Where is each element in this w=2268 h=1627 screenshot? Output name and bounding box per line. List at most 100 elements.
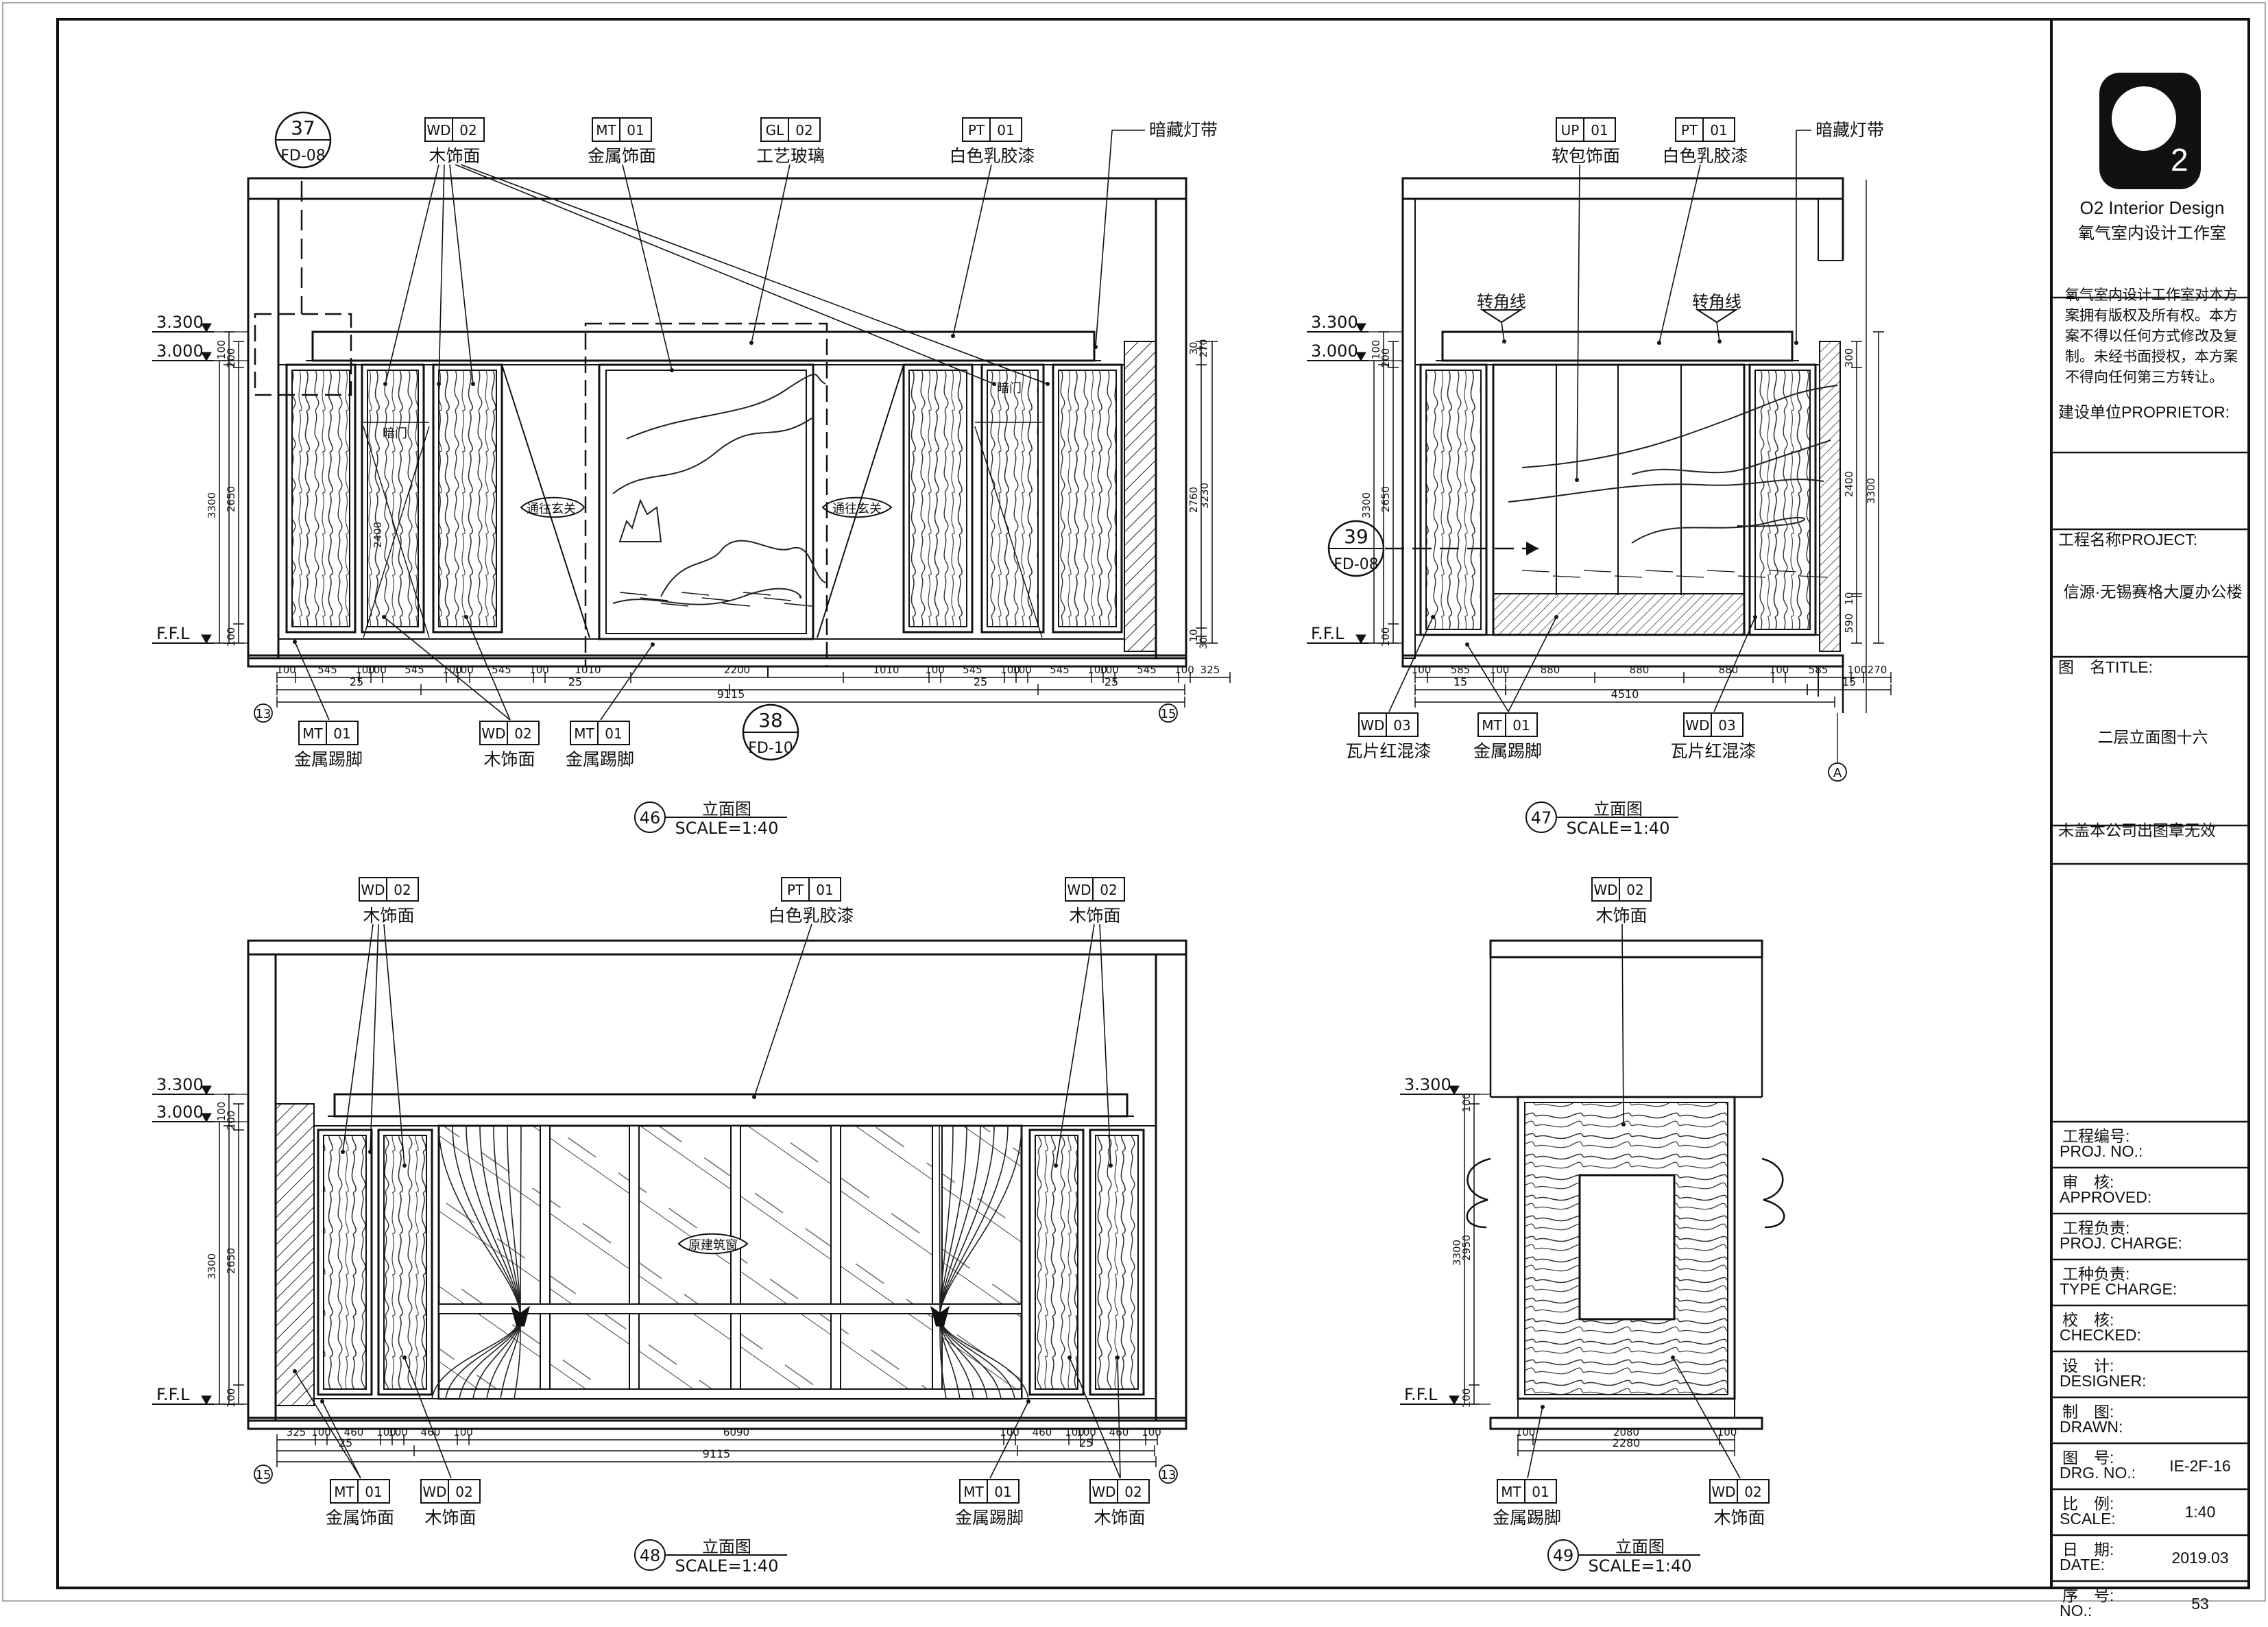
hidden-light-label: 暗藏灯带 [1815, 120, 1884, 140]
info-row-value: 1:40 [2184, 1503, 2216, 1521]
leader-line [322, 1401, 361, 1479]
ceiling-slab [247, 939, 1187, 956]
leader-dot [382, 615, 386, 619]
dimension-value: 270 [1868, 664, 1887, 676]
wood-grain [383, 1135, 427, 1390]
dimension-value: 100 [311, 1426, 331, 1438]
ceiling-slab [247, 177, 1187, 200]
dimension-value: 25 [568, 675, 582, 688]
landscape-art [1508, 385, 1838, 578]
tag-number: 01 [1532, 1484, 1549, 1500]
hidden-door-label: 暗门 [997, 381, 1022, 396]
tag-box [359, 877, 419, 902]
tag-number: 01 [1512, 717, 1530, 734]
leader-line [1055, 924, 1095, 1166]
wood-grain [1425, 370, 1482, 630]
info-row: 审 核:APPROVED: [2053, 1168, 2247, 1214]
tag-number: 02 [1744, 1484, 1761, 1500]
info-row-label-en: SCALE: [2060, 1510, 2116, 1528]
wood-grain [323, 1135, 367, 1390]
tag-code: MT [334, 1484, 354, 1500]
info-row: 工程负责:PROJ. CHARGE: [2053, 1214, 2247, 1260]
dimension-value: 100 [1000, 664, 1020, 676]
dimension-value: 100 [376, 1426, 396, 1438]
info-row-label-cn: 工程负责: [2062, 1219, 2130, 1237]
tag-box [479, 721, 540, 745]
break-line-icon [1761, 1157, 1785, 1229]
level-text: F.F.L [156, 624, 190, 643]
dimension-value: 3300 [1360, 492, 1373, 518]
dimension-value: 100 [215, 340, 228, 360]
view-number: 49 [1553, 1546, 1574, 1565]
leader-line [1716, 322, 1720, 342]
leader-dot [1671, 1355, 1675, 1360]
info-row-label-en: TYPE CHARGE: [2060, 1280, 2177, 1298]
hill [1631, 517, 1805, 544]
logo-ring-icon [2112, 86, 2176, 151]
tag-number: 01 [994, 1484, 1011, 1500]
logo-subscript: 2 [2171, 142, 2188, 178]
level-ffl: F.F.L [1400, 1385, 1462, 1405]
dimension-value: 100 [1065, 1426, 1085, 1438]
leader-dot [951, 334, 955, 338]
leader-dot [1717, 339, 1722, 344]
hidden-light-label: 暗藏灯带 [1149, 120, 1218, 140]
ground-stroke [784, 603, 812, 607]
leader-dot [1575, 478, 1579, 482]
dimension-value: 545 [405, 664, 424, 676]
tag-box [330, 1479, 390, 1504]
tag-code: WD [426, 122, 450, 138]
leader-line [753, 924, 812, 1098]
info-row-label-cn: 制 图: [2062, 1403, 2114, 1421]
dimension-value: 25 [1105, 675, 1118, 688]
level-triangle-icon [201, 1113, 212, 1122]
dimension-value: 100 [276, 664, 296, 676]
ground-stroke [640, 597, 668, 601]
ground-stroke [722, 603, 751, 607]
leader-dot [1026, 1399, 1030, 1403]
view-title-text: 立面图 [702, 1537, 751, 1556]
info-row-label-en: DESIGNER: [2060, 1372, 2147, 1390]
right-wood-panel-1 [1028, 1129, 1085, 1396]
level-text: 3.000 [1311, 341, 1358, 361]
level-text: 3.300 [1311, 313, 1358, 332]
dimension-value: 270 [1198, 339, 1209, 358]
leader-dot [651, 642, 655, 647]
tag-number: 01 [816, 882, 833, 898]
cloud [660, 540, 826, 597]
curtain [431, 1125, 530, 1399]
dimension-value: 30 [1198, 637, 1209, 649]
ground-stroke [1645, 570, 1674, 573]
info-row-label-en: NO.: [2060, 1602, 2092, 1619]
view-scale-text: SCALE=1:40 [675, 819, 779, 838]
tag-text: 瓦片红混漆 [1345, 741, 1431, 761]
ground-stroke [681, 592, 710, 596]
info-row: 校 核:CHECKED: [2053, 1305, 2247, 1351]
level-triangle-icon [201, 352, 212, 361]
tag-text: 金属踢脚 [294, 749, 363, 769]
level-text: 3.000 [156, 1102, 204, 1122]
window-mullion [830, 1125, 841, 1399]
tag-text: 白色乳胶漆 [768, 906, 854, 926]
dimension-value: 545 [1050, 664, 1070, 676]
level-triangle-icon [1355, 634, 1366, 644]
view-title-text: 立面图 [1593, 799, 1643, 819]
leader-dot [471, 382, 475, 386]
rock [618, 498, 662, 542]
tag-number: 02 [1124, 1484, 1142, 1500]
view-title-text: 立面图 [1615, 1537, 1665, 1556]
dimension-value: 545 [492, 664, 511, 676]
info-row-label-en: DATE: [2060, 1556, 2106, 1574]
tag-box [570, 721, 630, 745]
corner-line-label: 转角线 [1477, 292, 1526, 311]
level-ffl: F.F.L [152, 624, 214, 644]
leader-dot [464, 615, 468, 619]
leader-line [438, 164, 445, 385]
